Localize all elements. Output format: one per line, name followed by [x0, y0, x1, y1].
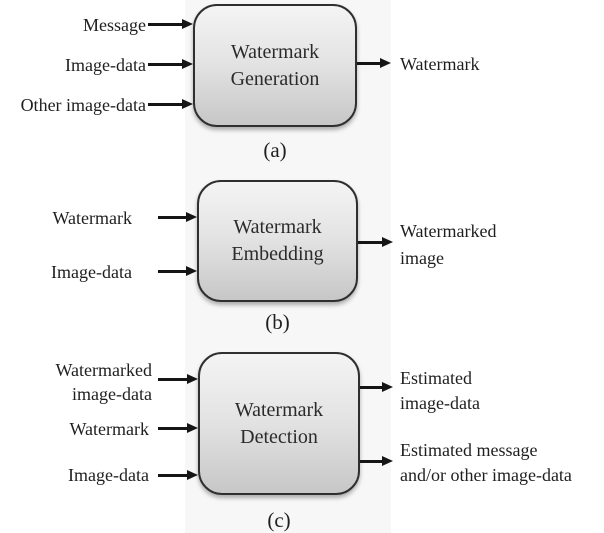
arrow-shaft [148, 23, 185, 26]
arrow-shaft [158, 216, 189, 219]
arrow-shaft [360, 386, 385, 389]
arrow-head [186, 266, 197, 276]
arrow-head [182, 59, 193, 69]
box-label-line: Embedding [231, 243, 324, 265]
watermark-detection-box: Watermark Detection [198, 352, 360, 495]
box-label-line: Watermark [233, 216, 322, 238]
input-label-other-image-data: Other image-data [20, 95, 146, 115]
arrow-head [382, 382, 393, 392]
output-label-estimated-image-data: Estimated image-data [400, 366, 480, 416]
arrow-shaft [148, 103, 185, 106]
watermark-detection-box-label: Watermark Detection [235, 397, 323, 451]
input-label-watermark: Watermark [52, 208, 132, 228]
input-label-image-data: Image-data [65, 55, 146, 75]
input-label-message: Message [83, 15, 146, 35]
caption-b: (b) [265, 310, 290, 334]
arrow-head [182, 19, 193, 29]
arrow-shaft [358, 241, 385, 244]
caption-c: (c) [267, 508, 291, 532]
arrow-shaft [158, 427, 190, 430]
input-arrow-watermarked-image-data-icon [158, 374, 198, 385]
input-arrow-other-image-data-icon [148, 99, 193, 110]
input-label-watermarked-image-data: Watermarked image-data [56, 358, 153, 406]
box-label-line: Detection [240, 425, 318, 448]
arrow-shaft [158, 378, 190, 381]
watermark-generation-box-label: Watermark Generation [231, 39, 320, 93]
arrow-head [186, 212, 197, 222]
output-arrow-watermark-icon [357, 58, 391, 69]
output-label-line: image-data [400, 393, 480, 413]
output-label-line: Watermarked [400, 221, 497, 241]
arrow-shaft [158, 270, 189, 273]
watermark-generation-box: Watermark Generation [193, 4, 357, 127]
output-label-watermark: Watermark [400, 54, 480, 74]
output-arrow-estimated-image-data-icon [360, 382, 393, 393]
box-label-line: Generation [230, 67, 320, 90]
input-label-image-data: Image-data [51, 262, 132, 282]
caption-a: (a) [263, 138, 287, 162]
arrow-head [182, 99, 193, 109]
arrow-head [382, 456, 393, 466]
input-arrow-image-data-icon [158, 470, 198, 481]
arrow-shaft [148, 63, 185, 66]
input-arrow-image-data-icon [148, 59, 193, 70]
input-label-line: Watermarked [55, 360, 153, 380]
arrow-shaft [357, 62, 383, 65]
input-label-image-data: Image-data [68, 465, 149, 485]
arrow-head [187, 423, 198, 433]
output-label-line: and/or other image-data [400, 465, 572, 485]
arrow-shaft [360, 460, 385, 463]
arrow-head [187, 374, 198, 384]
arrow-head [380, 58, 391, 68]
input-label-line: image-data [72, 384, 152, 404]
watermark-embedding-box: Watermark Embedding [197, 180, 358, 302]
input-arrow-message-icon [148, 19, 193, 30]
output-arrow-watermarked-image-icon [358, 237, 393, 248]
input-label-watermark: Watermark [69, 419, 149, 439]
output-label-watermarked-image: Watermarked image [400, 218, 497, 272]
output-label-line: Estimated message [400, 440, 538, 460]
input-arrow-watermark-icon [158, 423, 198, 434]
output-arrow-estimated-message-icon [360, 456, 393, 467]
output-label-line: Estimated [400, 368, 472, 388]
arrow-head [382, 237, 393, 247]
box-label-line: Watermark [230, 40, 320, 63]
arrow-head [187, 470, 198, 480]
box-label-line: Watermark [234, 398, 324, 421]
arrow-shaft [158, 474, 190, 477]
output-label-estimated-message: Estimated message and/or other image-dat… [400, 438, 572, 488]
watermark-embedding-box-label: Watermark Embedding [231, 214, 323, 268]
input-arrow-watermark-icon [158, 212, 197, 223]
output-label-line: image [400, 248, 444, 268]
input-arrow-image-data-icon [158, 266, 197, 277]
